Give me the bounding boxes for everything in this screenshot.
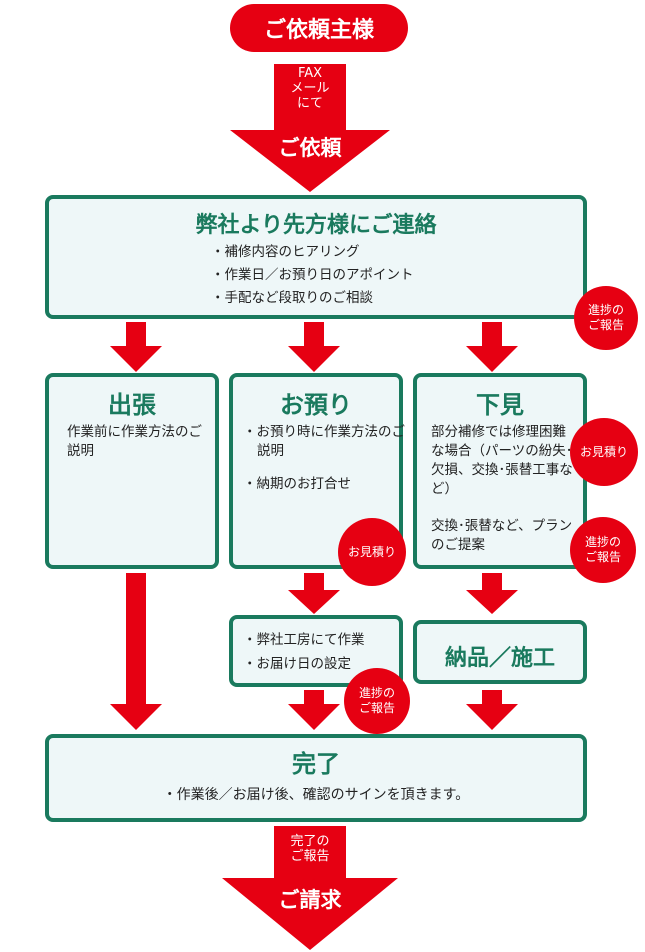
arrow-to-workshop (288, 573, 340, 614)
workshop-box: ・弊社工房にて作業 ・お届け日の設定 (229, 615, 403, 687)
arrow-to-shitami (466, 322, 518, 372)
arrow-workshop-to-complete (288, 690, 340, 730)
contact-item: ・補修内容のヒアリング (211, 244, 360, 260)
shutchou-title: 出張 (108, 391, 156, 419)
arrow-to-delivery (466, 573, 518, 614)
shitami-text2: 交換･張替など、プランのご提案 (431, 518, 573, 553)
contact-title: 弊社より先方様にご連絡 (195, 213, 437, 238)
oazukari-box: お預り ・お預り時に作業方法のご説明 ・納期のお打合せ (229, 373, 405, 569)
shitami-title: 下見 (476, 391, 524, 419)
arrow-delivery-to-complete (466, 690, 518, 730)
request-label: ご依頼 (278, 136, 342, 160)
invoice-label: ご請求 (278, 888, 342, 912)
progress-report-badge: 進捗の ご報告 (570, 517, 636, 583)
workshop-item: ・弊社工房にて作業 (243, 632, 365, 648)
oazukari-item: ・お預り時に作業方法のご説明 (243, 424, 405, 459)
request-note: FAX メール にて (290, 66, 330, 111)
shitami-box: 下見 部分補修では修理困難な場合（パーツの紛失･欠損、交換･張替工事など） 交換… (413, 373, 587, 569)
workshop-item: ・お届け日の設定 (243, 656, 351, 672)
estimate-badge: お見積り (338, 518, 406, 586)
invoice-arrow (222, 826, 398, 950)
shutchou-text: 作業前に作業方法のご説明 (67, 424, 202, 459)
invoice-note: 完了の ご報告 (290, 834, 330, 864)
estimate-badge: お見積り (570, 418, 638, 486)
delivery-title: 納品／施工 (444, 646, 555, 671)
delivery-box: 納品／施工 (413, 620, 587, 684)
shitami-text1: 部分補修では修理困難な場合（パーツの紛失･欠損、交換･張替工事など） (431, 424, 573, 497)
contact-item: ・手配など段取りのご相談 (211, 290, 373, 306)
complete-text: ・作業後／お届け後、確認のサインを頂きます。 (162, 787, 470, 803)
oazukari-item: ・納期のお打合せ (243, 476, 351, 492)
client-label: ご依頼主様 (263, 18, 374, 43)
progress-report-badge: 進捗の ご報告 (344, 668, 410, 734)
request-arrow (230, 64, 390, 192)
complete-title: 完了 (292, 750, 340, 778)
complete-box: 完了 ・作業後／お届け後、確認のサインを頂きます。 (45, 734, 587, 822)
progress-report-badge: 進捗の ご報告 (574, 286, 638, 350)
oazukari-title: お預り (280, 391, 352, 419)
shutchou-box: 出張 作業前に作業方法のご説明 (45, 373, 219, 569)
arrow-to-oazukari (288, 322, 340, 372)
contact-box: 弊社より先方様にご連絡 ・補修内容のヒアリング ・作業日／お預り日のアポイント … (45, 195, 587, 319)
arrow-to-shutchou (110, 322, 162, 372)
contact-item: ・作業日／お預り日のアポイント (211, 267, 414, 283)
arrow-shutchou-to-complete (110, 573, 162, 730)
client-pill: ご依頼主様 (230, 4, 408, 52)
